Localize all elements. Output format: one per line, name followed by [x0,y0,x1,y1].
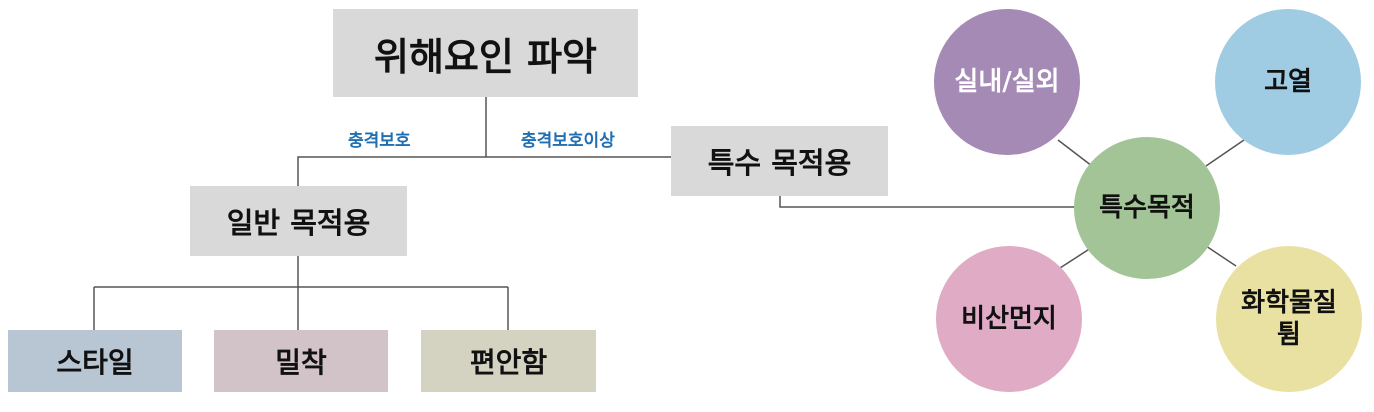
bubble-chemical-splash: 화학물질 튐 [1216,246,1362,392]
root-label: 위해요인 파악 [374,34,597,79]
bubble-high-heat-label: 고열 [1264,66,1312,97]
leaf-fit-node: 밀착 [214,330,388,392]
special-purpose-node: 특수 목적용 [671,126,888,196]
special-purpose-label: 특수 목적용 [707,146,852,180]
edge-label-special: 충격보호이상 [521,131,615,151]
bubble-indoor-outdoor-label: 실내/실외 [954,66,1060,97]
general-purpose-label: 일반 목적용 [226,206,371,240]
connector-special-center [779,196,1080,208]
edge-label-general: 충격보호 [348,131,411,151]
spoke-indoor [1057,139,1093,167]
bubble-center-label: 특수목적 [1099,192,1195,223]
connector-root-general [297,156,486,186]
leaf-fit-label: 밀착 [275,346,327,379]
leaf-style-node: 스타일 [8,330,182,392]
bubble-chemical-label: 화학물질 튐 [1241,287,1337,351]
leaf-comfort-node: 편안함 [421,330,596,392]
spoke-chemical [1205,245,1237,267]
leaf-style-label: 스타일 [56,346,134,379]
bubble-dust-label: 비산먼지 [961,303,1057,334]
spoke-heat [1205,139,1245,167]
general-purpose-node: 일반 목적용 [190,186,407,256]
leaf-comfort-label: 편안함 [469,346,548,379]
root-node: 위해요인 파악 [333,9,638,97]
bubble-special-purpose-center: 특수목적 [1074,137,1220,279]
bubble-indoor-outdoor: 실내/실외 [934,9,1080,155]
bubble-dust: 비산먼지 [936,246,1082,392]
bubble-high-heat: 고열 [1215,9,1361,155]
